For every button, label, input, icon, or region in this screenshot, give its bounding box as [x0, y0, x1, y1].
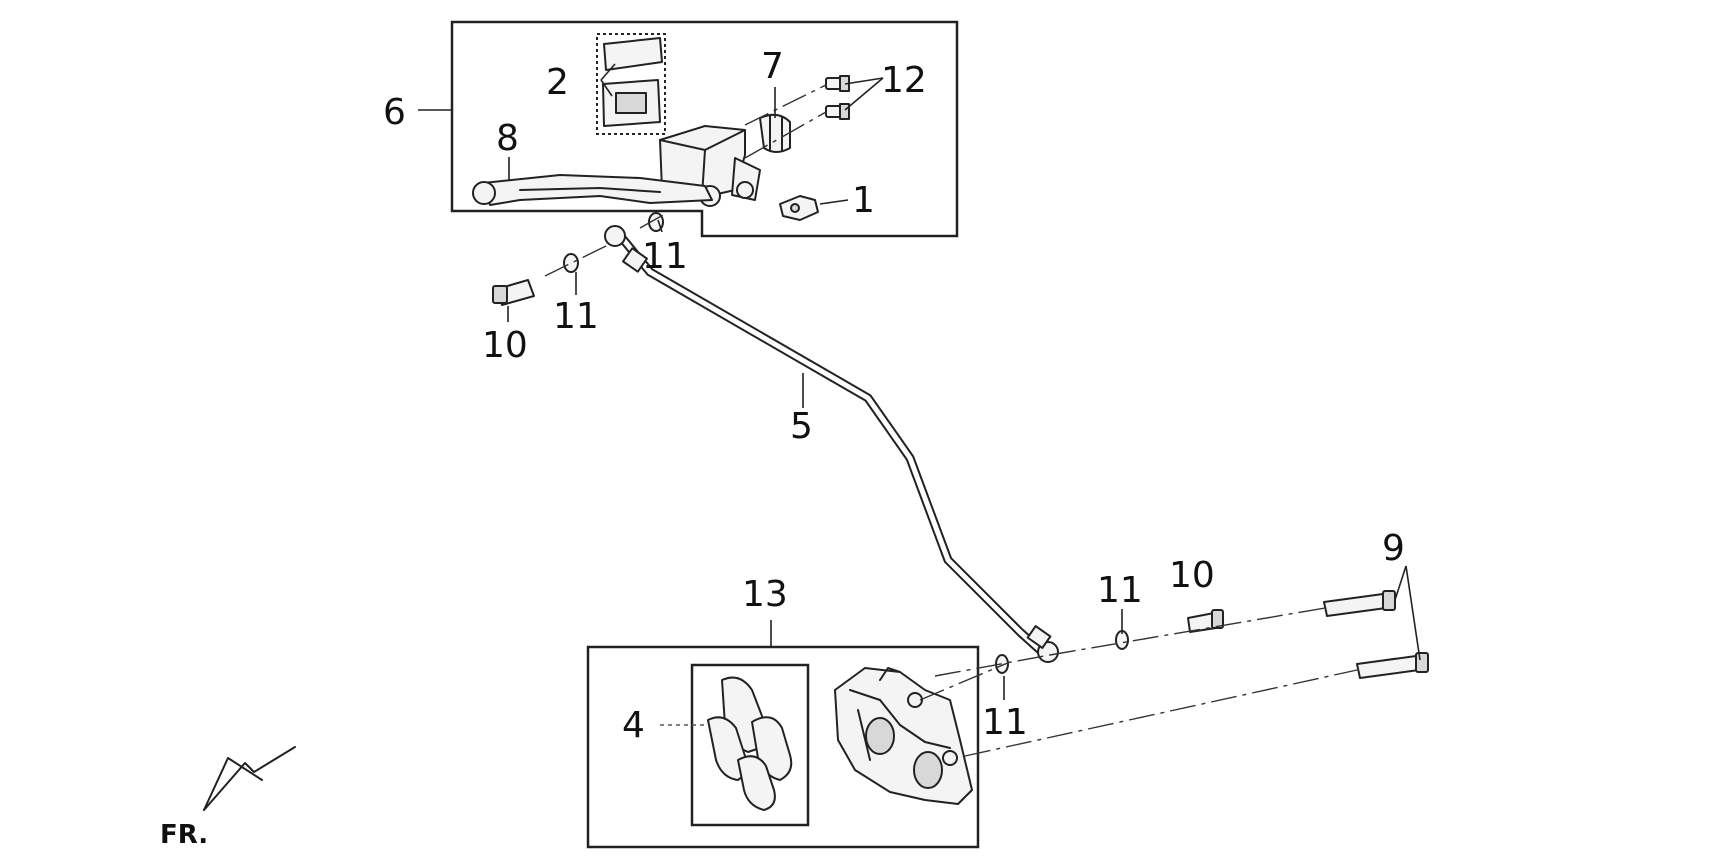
brake-pads — [707, 676, 793, 811]
clamp-bolts — [825, 75, 850, 120]
master-cylinder-body — [659, 125, 761, 207]
callout-8: 8 — [496, 118, 519, 159]
lower-banjo-bolt — [1187, 609, 1224, 633]
callout-11-hose-top: 11 — [642, 236, 688, 277]
brake-lever — [472, 174, 713, 206]
caliper-mounting-bolts — [1323, 590, 1429, 679]
callout-11-right-bottom: 11 — [982, 702, 1028, 743]
caliper-group-box — [586, 645, 980, 849]
callout-1: 1 — [852, 180, 875, 221]
upper-washer-left — [563, 253, 579, 273]
front-direction-arrow — [203, 746, 296, 811]
callout-5: 5 — [790, 406, 813, 447]
brake-light-switch — [779, 195, 819, 221]
lower-washer-left — [995, 654, 1009, 674]
brake-caliper — [834, 667, 973, 805]
reservoir-cap-plate — [602, 37, 663, 127]
brake-hose — [604, 225, 1059, 663]
handlebar-clamp — [759, 113, 791, 153]
callout-7: 7 — [761, 46, 784, 87]
master-cylinder-group-box — [450, 20, 959, 238]
upper-banjo-bolt — [492, 279, 535, 306]
callout-10-top: 10 — [482, 325, 528, 366]
callout-4: 4 — [622, 705, 645, 746]
callout-6: 6 — [383, 92, 406, 133]
callout-11-left: 11 — [553, 296, 599, 337]
callout-13: 13 — [742, 574, 788, 615]
front-direction-label: FR. — [160, 820, 208, 850]
callout-12: 12 — [881, 60, 927, 101]
callout-2: 2 — [546, 62, 569, 103]
brake-pads-subbox — [690, 663, 810, 827]
callout-10-bottom: 10 — [1169, 555, 1215, 596]
callout-11-right-top: 11 — [1097, 570, 1143, 611]
callout-9: 9 — [1382, 528, 1405, 569]
